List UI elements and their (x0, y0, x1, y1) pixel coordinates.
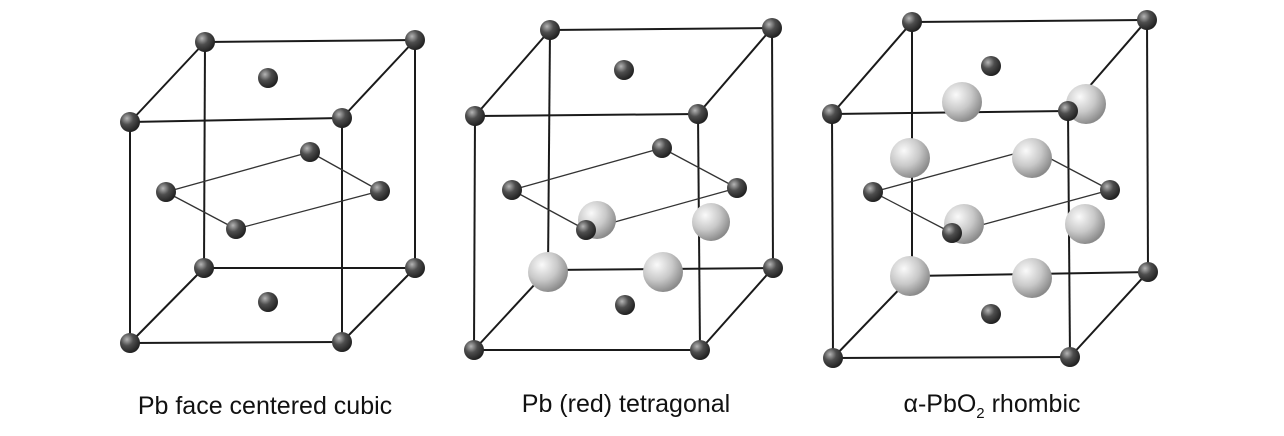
pb-atom (763, 258, 783, 278)
rhombic-o-atoms-upper (890, 82, 1106, 178)
o-atom (890, 138, 930, 178)
rhombic-o-atoms-middle (944, 204, 1105, 244)
caption-fcc: Pb face centered cubic (138, 392, 392, 420)
caption-rhombic-suffix: rhombic (985, 390, 1081, 418)
pb-atom (194, 258, 214, 278)
tetragonal-cube-edges (473, 27, 774, 351)
tetragonal-mid-plane (511, 147, 738, 231)
pb-atom (1138, 262, 1158, 282)
o-atom (1065, 204, 1105, 244)
tetragonal-o-atoms-bottom (528, 252, 683, 292)
caption-rhombic-subscript: 2 (976, 405, 984, 422)
rhombic-pb-atoms-lower (823, 262, 1158, 368)
pb-atom (615, 295, 635, 315)
pb-atom (981, 56, 1001, 76)
pb-atom (823, 348, 843, 368)
pb-atom (156, 182, 176, 202)
caption-tetragonal: Pb (red) tetragonal (522, 390, 730, 418)
tetragonal-pb-atoms (465, 18, 782, 200)
pb-atom (405, 258, 425, 278)
pb-atom (652, 138, 672, 158)
pb-atom (300, 142, 320, 162)
pb-atom (942, 223, 962, 243)
pb-atom (614, 60, 634, 80)
fcc-pb-atoms (120, 30, 425, 353)
pb-atom (195, 32, 215, 52)
pb-atom (981, 304, 1001, 324)
panel-tetragonal: Pb (red) tetragonal (464, 18, 783, 418)
caption-rhombic-formula: α-PbO (903, 390, 976, 418)
pb-atom (226, 219, 246, 239)
pb-atom (1100, 180, 1120, 200)
pb-atom (405, 30, 425, 50)
pb-atom (370, 181, 390, 201)
pb-atom (688, 104, 708, 124)
tetragonal-pb-atoms-lower (464, 258, 783, 360)
rhombic-pb-atoms-back (902, 10, 1157, 159)
pb-atom (332, 332, 352, 352)
pb-atom (902, 12, 922, 32)
o-atom (890, 256, 930, 296)
pb-atom (540, 20, 560, 40)
pb-atom (465, 106, 485, 126)
o-atom (1012, 258, 1052, 298)
pb-atom (120, 333, 140, 353)
pb-atom (822, 104, 842, 124)
pb-atom (464, 340, 484, 360)
o-atom (643, 252, 683, 292)
pb-atom (727, 178, 747, 198)
panel-fcc: Pb face centered cubic (120, 30, 425, 420)
pb-atom (502, 180, 522, 200)
pb-atom (1058, 101, 1078, 121)
pb-atom (762, 18, 782, 38)
pb-atom (690, 340, 710, 360)
o-atom (528, 252, 568, 292)
pb-atom (258, 292, 278, 312)
pb-atom (863, 182, 883, 202)
pb-atom (576, 220, 596, 240)
rhombic-o-atoms-lower (890, 256, 1052, 298)
fcc-mid-plane (165, 151, 381, 230)
o-atom (692, 203, 730, 241)
o-atom (1012, 138, 1052, 178)
fcc-cube-edges (129, 39, 416, 344)
o-atom (942, 82, 982, 122)
pb-atom (1060, 347, 1080, 367)
caption-rhombic: α-PbO2 rhombic (903, 390, 1080, 422)
pb-atom (332, 108, 352, 128)
tetragonal-o-atoms-back (692, 203, 730, 241)
pb-atom (258, 68, 278, 88)
pb-atom (120, 112, 140, 132)
rhombic-pb-atoms-upper (822, 101, 1120, 202)
pb-atom (1137, 10, 1157, 30)
panel-rhombic: α-PbO2 rhombic (822, 10, 1158, 422)
